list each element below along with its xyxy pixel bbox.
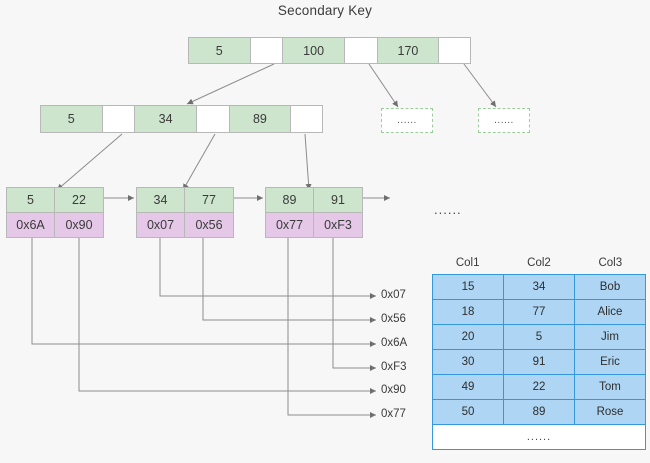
leaf-1-address-1[interactable]: 0x6A [7,213,55,237]
internal-key-cell-2[interactable]: 34 [135,106,197,132]
data-table: 15 34 Bob 18 77 Alice 20 5 Jim 30 91 [432,274,646,450]
leaf-2-key-1[interactable]: 34 [137,188,185,212]
leaf-2-address-1[interactable]: 0x07 [137,213,185,237]
wire-0x07 [159,238,376,299]
address-label-0x56: 0x56 [381,313,406,325]
cell-r2-c3: Alice [574,299,646,325]
leaf-1-address-2[interactable]: 0x90 [55,213,103,237]
cell-r4-c1: 30 [432,349,504,375]
wire-0x90 [78,238,376,394]
table-row[interactable]: 49 22 Tom [432,374,646,400]
edge-root-to-ellipsis-2 [463,63,497,108]
leaf-2-key-2[interactable]: 77 [185,188,233,212]
internal-key-cell-1[interactable]: 5 [41,106,103,132]
cell-r1-c3: Bob [574,274,646,300]
leaf-node-2[interactable]: 34 77 0x07 0x56 [136,187,234,238]
data-table-wrap: Col1 Col2 Col3 15 34 Bob 18 77 Alice 20 … [432,252,646,450]
leaf-node-3[interactable]: 89 91 0x77 0xF3 [265,187,363,238]
root-pointer-cell-2[interactable] [344,38,378,63]
cell-r6-c3: Rose [574,399,646,425]
edge-root-to-internal [186,63,275,105]
cell-r5-c3: Tom [574,374,646,400]
cell-r4-c2: 91 [503,349,575,375]
table-row-ellipsis: ...... [432,424,646,450]
address-label-0x90: 0x90 [381,384,406,396]
wire-0x6A [31,238,376,347]
leaf-node-1[interactable]: 5 22 0x6A 0x90 [6,187,104,238]
address-label-0x07: 0x07 [381,289,406,301]
cell-r1-c2: 34 [503,274,575,300]
address-label-0x6A: 0x6A [381,337,408,349]
leaf-3-address-1[interactable]: 0x77 [266,213,314,237]
cell-r3-c2: 5 [503,324,575,350]
table-row[interactable]: 30 91 Eric [432,349,646,375]
table-top-ellipsis: ...... [434,202,462,217]
address-label-0xF3: 0xF3 [381,361,407,373]
cell-r6-c1: 50 [432,399,504,425]
btree-root-node[interactable]: 5 100 170 [188,37,471,64]
table-row[interactable]: 50 89 Rose [432,399,646,425]
root-key-cell-3[interactable]: 170 [377,38,440,63]
data-table-header: Col1 Col2 Col3 [432,252,646,274]
column-header-col1: Col1 [455,257,480,269]
internal-pointer-cell-3[interactable] [291,106,322,132]
leaf-2-address-2[interactable]: 0x56 [185,213,233,237]
ellipsis-node-1[interactable]: ...... [381,108,433,133]
cell-r5-c1: 49 [432,374,504,400]
table-row[interactable]: 20 5 Jim [432,324,646,350]
cell-r3-c1: 20 [432,324,504,350]
wire-0x56 [202,238,376,323]
cell-r3-c3: Jim [574,324,646,350]
address-label-0x77: 0x77 [381,408,406,420]
table-row[interactable]: 18 77 Alice [432,299,646,325]
root-key-cell-1[interactable]: 5 [189,38,251,63]
btree-internal-node[interactable]: 5 34 89 [40,105,323,133]
cell-r6-c2: 89 [503,399,575,425]
root-pointer-cell-3[interactable] [439,38,470,63]
ellipsis-node-2[interactable]: ...... [478,108,530,133]
internal-pointer-cell-2[interactable] [196,106,230,132]
edge-root-to-ellipsis-1 [368,63,399,108]
table-ellipsis-cell: ...... [432,424,646,450]
page-title: Secondary Key [277,3,373,18]
cell-r5-c2: 22 [503,374,575,400]
leaf-1-key-2[interactable]: 22 [55,188,103,212]
edge-internal-to-leaf-3 [304,133,312,191]
column-header-col3: Col3 [598,257,623,269]
cell-r4-c3: Eric [574,349,646,375]
edge-internal-to-leaf-2 [182,133,216,191]
leaf-3-address-2[interactable]: 0xF3 [314,213,362,237]
root-pointer-cell-1[interactable] [250,38,284,63]
leaf-3-key-1[interactable]: 89 [266,188,314,212]
table-row[interactable]: 15 34 Bob [432,274,646,300]
leaf-1-key-1[interactable]: 5 [7,188,55,212]
root-key-cell-2[interactable]: 100 [283,38,345,63]
wire-0xF3 [332,238,376,371]
leaf-3-key-2[interactable]: 91 [314,188,362,212]
column-header-col2: Col2 [527,257,551,269]
internal-key-cell-3[interactable]: 89 [229,106,292,132]
internal-pointer-cell-1[interactable] [102,106,136,132]
cell-r2-c1: 18 [432,299,504,325]
wire-0x77 [287,238,376,418]
cell-r1-c1: 15 [432,274,504,300]
cell-r2-c2: 77 [503,299,575,325]
edge-internal-to-leaf-1 [56,133,123,191]
